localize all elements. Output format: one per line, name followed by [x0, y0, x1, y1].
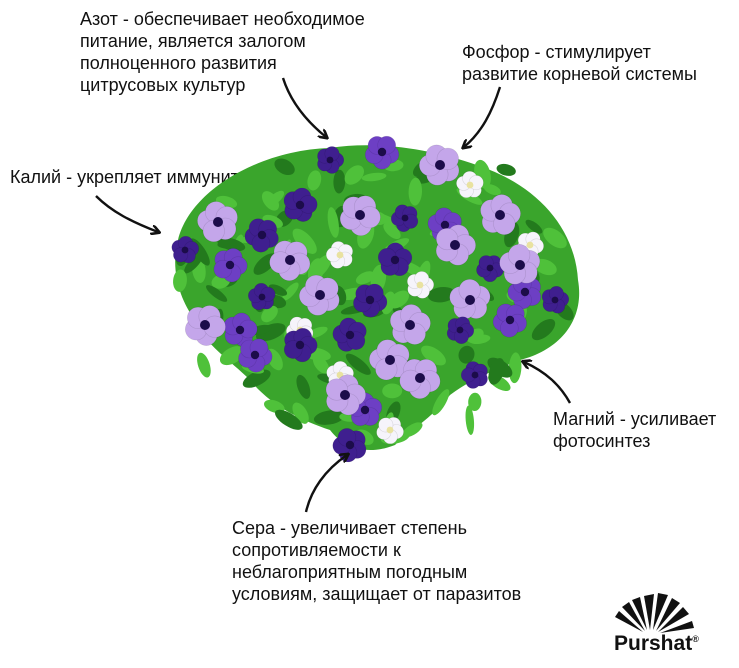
leaf: [267, 190, 285, 206]
leaf: [307, 170, 322, 191]
leaf: [488, 358, 505, 385]
leaf: [383, 222, 401, 240]
leaf: [355, 271, 375, 285]
petunia-flower: [376, 416, 404, 445]
nitrogen-label: Азот - обеспечивает необходимое питание,…: [80, 9, 365, 95]
petunia-flower: [369, 339, 410, 381]
leaf: [465, 405, 475, 435]
petunia-flower: [541, 285, 570, 314]
leaf: [206, 285, 228, 302]
leaf: [264, 399, 285, 413]
leaf: [219, 346, 245, 366]
petunia-flower: [325, 374, 367, 416]
leaf: [402, 422, 423, 438]
leaf: [427, 286, 456, 303]
leaf: [361, 172, 387, 182]
leaf: [327, 207, 339, 238]
petunia-flower: [449, 279, 491, 320]
petunia-flower: [435, 224, 477, 266]
magnesium-label: Магний - усиливает фотосинтез: [553, 409, 717, 451]
petunia-flower: [269, 240, 311, 282]
leaf: [274, 158, 295, 176]
leaf: [496, 163, 516, 176]
petunia-flower: [446, 316, 475, 344]
registered-mark: ®: [692, 634, 699, 644]
leaf: [421, 345, 446, 366]
leaf: [432, 389, 450, 416]
logo-name: Purshat: [614, 632, 693, 655]
petunia-flower: [332, 317, 367, 352]
petunia-flower: [197, 201, 238, 243]
petunia-flower: [238, 338, 273, 373]
leaf: [217, 237, 246, 252]
leaf: [508, 352, 522, 384]
leaf: [310, 254, 332, 280]
petunia-flower: [283, 187, 318, 222]
leaf: [313, 410, 345, 425]
petunia-flower: [364, 135, 400, 170]
leaf: [525, 219, 543, 234]
leaf: [468, 392, 482, 411]
petunia-flower: [317, 146, 345, 174]
leaf: [296, 374, 311, 399]
leaf: [543, 227, 567, 249]
phosphorus-arrow: [464, 86, 502, 147]
purshat-logo: [615, 593, 694, 633]
nitrogen-arrow: [281, 77, 326, 137]
petunia-flower: [244, 218, 279, 253]
petunia-flower: [499, 244, 541, 285]
leaf: [333, 169, 346, 194]
petunia-flower: [325, 241, 353, 269]
leaf: [531, 319, 556, 341]
leaf: [345, 353, 371, 375]
petunia-flower: [476, 255, 504, 283]
logo-wordmark: Purshat®: [614, 632, 699, 656]
leaf: [268, 284, 288, 296]
petunia-flower: [399, 358, 441, 400]
petunia-flower: [460, 361, 488, 389]
magnesium-arrow: [524, 362, 572, 404]
leaf: [458, 345, 475, 364]
petunia-flower: [339, 195, 381, 236]
petunia-flower: [353, 283, 388, 318]
leaf: [344, 165, 364, 185]
petunia-flower: [223, 312, 258, 347]
petunia-flower: [248, 282, 276, 311]
petunia-flower: [377, 242, 413, 277]
leaf: [242, 369, 271, 388]
sun-rays-icon: [615, 593, 694, 633]
leaf: [408, 177, 423, 206]
petunia-flower: [492, 303, 527, 338]
leaf: [282, 282, 299, 301]
petunia-flower: [480, 194, 521, 235]
petunia-flower: [389, 304, 431, 345]
petunia-flower: [171, 235, 200, 264]
leaf: [261, 305, 278, 323]
petunia-flower: [283, 327, 318, 363]
petunia-flower: [456, 170, 484, 199]
sulfur-label: Сера - увеличивает степень сопротивляемо…: [232, 518, 522, 604]
sulfur-arrow: [304, 455, 347, 513]
petunia-flower: [406, 271, 435, 299]
petunia-flower: [390, 204, 419, 233]
petunia-flower: [419, 144, 460, 186]
leaf: [197, 352, 211, 378]
leaf: [388, 290, 410, 309]
petunia-flower: [213, 248, 248, 283]
leaf: [292, 228, 317, 254]
leaf: [173, 269, 187, 292]
leaf: [382, 383, 403, 399]
potassium-arrow: [95, 195, 158, 232]
petunia-flower: [185, 305, 226, 346]
petunia-flower: [299, 274, 340, 316]
phosphorus-label: Фосфор - стимулирует развитие корневой с…: [462, 42, 697, 84]
leaf: [274, 409, 303, 430]
petunia-bouquet-image: [171, 135, 580, 463]
